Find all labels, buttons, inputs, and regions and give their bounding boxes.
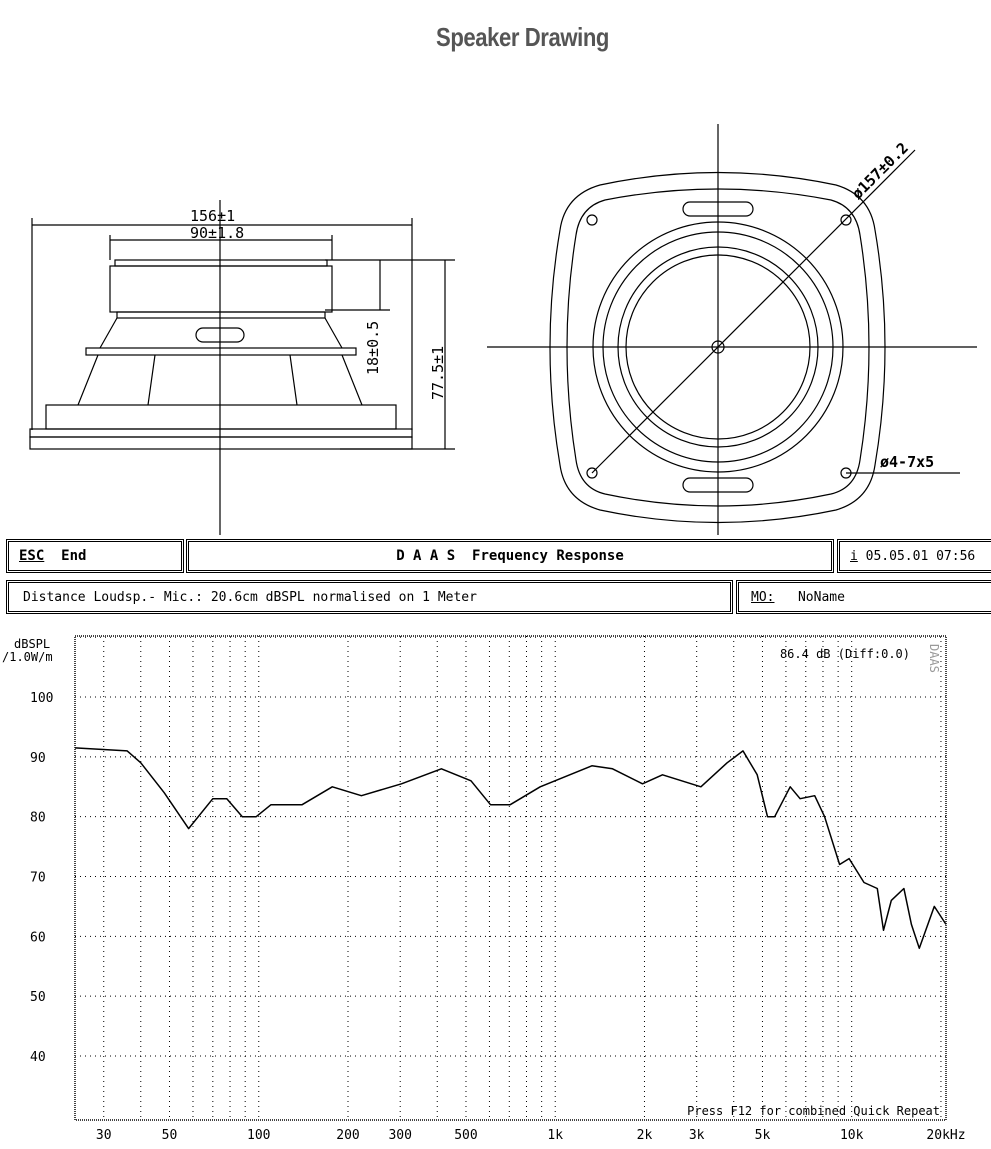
x-tick-label: 5k: [755, 1128, 771, 1143]
end-label: End: [61, 548, 87, 564]
side-view: 156±1 90±1.8 18±0.5 77.5±1: [29, 200, 455, 535]
speaker-drawing: 156±1 90±1.8 18±0.5 77.5±1 ø157±0.2 ø4-7…: [29, 124, 977, 535]
dim-inner: 90±1.8: [190, 224, 244, 242]
info-icon: i: [850, 548, 858, 564]
x-tick-label: 100: [247, 1128, 270, 1143]
x-tick-label: 3k: [689, 1128, 705, 1143]
x-tick-label: 500: [454, 1128, 477, 1143]
x-tick-label: 1k: [547, 1128, 563, 1143]
app-title: D A A S Frequency Response: [396, 548, 624, 564]
y-tick-label: 90: [30, 751, 46, 766]
note: Press F12 for combined Quick Repeat: [687, 1104, 940, 1118]
side-label: DAAS: [927, 644, 941, 673]
readout: 86.4 dB (Diff:0.0): [780, 647, 910, 661]
x-tick-label: 2k: [637, 1128, 653, 1143]
mo-label: MO:: [751, 589, 775, 605]
frequency-response-chart: 100 90 80 70 60 50 40 30 50 100 200 300 500 1k 2k 3k 5k 1…: [2, 635, 966, 1143]
y-tick-label: 50: [30, 990, 46, 1005]
distance-text: Distance Loudsp.- Mic.: 20.6cm dBSPL nor…: [23, 589, 477, 605]
mo-value: NoName: [797, 589, 845, 605]
dim-height-small: 18±0.5: [364, 321, 382, 375]
page-title: Speaker Drawing: [436, 22, 609, 52]
y-tick-label: 70: [30, 871, 46, 886]
datetime: 05.05.01 07:56: [865, 548, 976, 564]
dim-height: 77.5±1: [429, 346, 447, 400]
plot-frame: [74, 635, 947, 1121]
x-tick-label: 30: [96, 1128, 112, 1143]
esc-key: ESC: [19, 548, 45, 564]
x-tick-label: 200: [336, 1128, 359, 1143]
x-tick-label: 10k: [840, 1128, 864, 1143]
info-box[interactable]: i 05.05.01 07:56: [837, 539, 991, 573]
series-line-response: [74, 747, 947, 950]
dim-outer: 156±1: [190, 207, 235, 225]
dim-diameter: ø157±0.2: [848, 139, 912, 203]
y-tick-label: 100: [30, 691, 53, 706]
front-view: ø157±0.2 ø4-7x5: [487, 124, 977, 535]
mo-box[interactable]: MO: NoName: [736, 580, 991, 614]
y-tick-label: 60: [30, 930, 46, 945]
esc-end-button[interactable]: ESC End: [6, 539, 184, 573]
y-tick-label: 80: [30, 811, 46, 826]
dim-holes: ø4-7x5: [880, 453, 934, 471]
y-tick-label: 40: [30, 1050, 46, 1065]
y-axis-label: dBSPL/1.0W/m: [2, 637, 53, 664]
distance-box: Distance Loudsp.- Mic.: 20.6cm dBSPL nor…: [6, 580, 733, 614]
app-title-box: D A A S Frequency Response: [186, 539, 834, 573]
x-tick-label: 20kHz: [926, 1128, 965, 1143]
x-tick-label: 50: [162, 1128, 178, 1143]
x-tick-label: 300: [388, 1128, 411, 1143]
